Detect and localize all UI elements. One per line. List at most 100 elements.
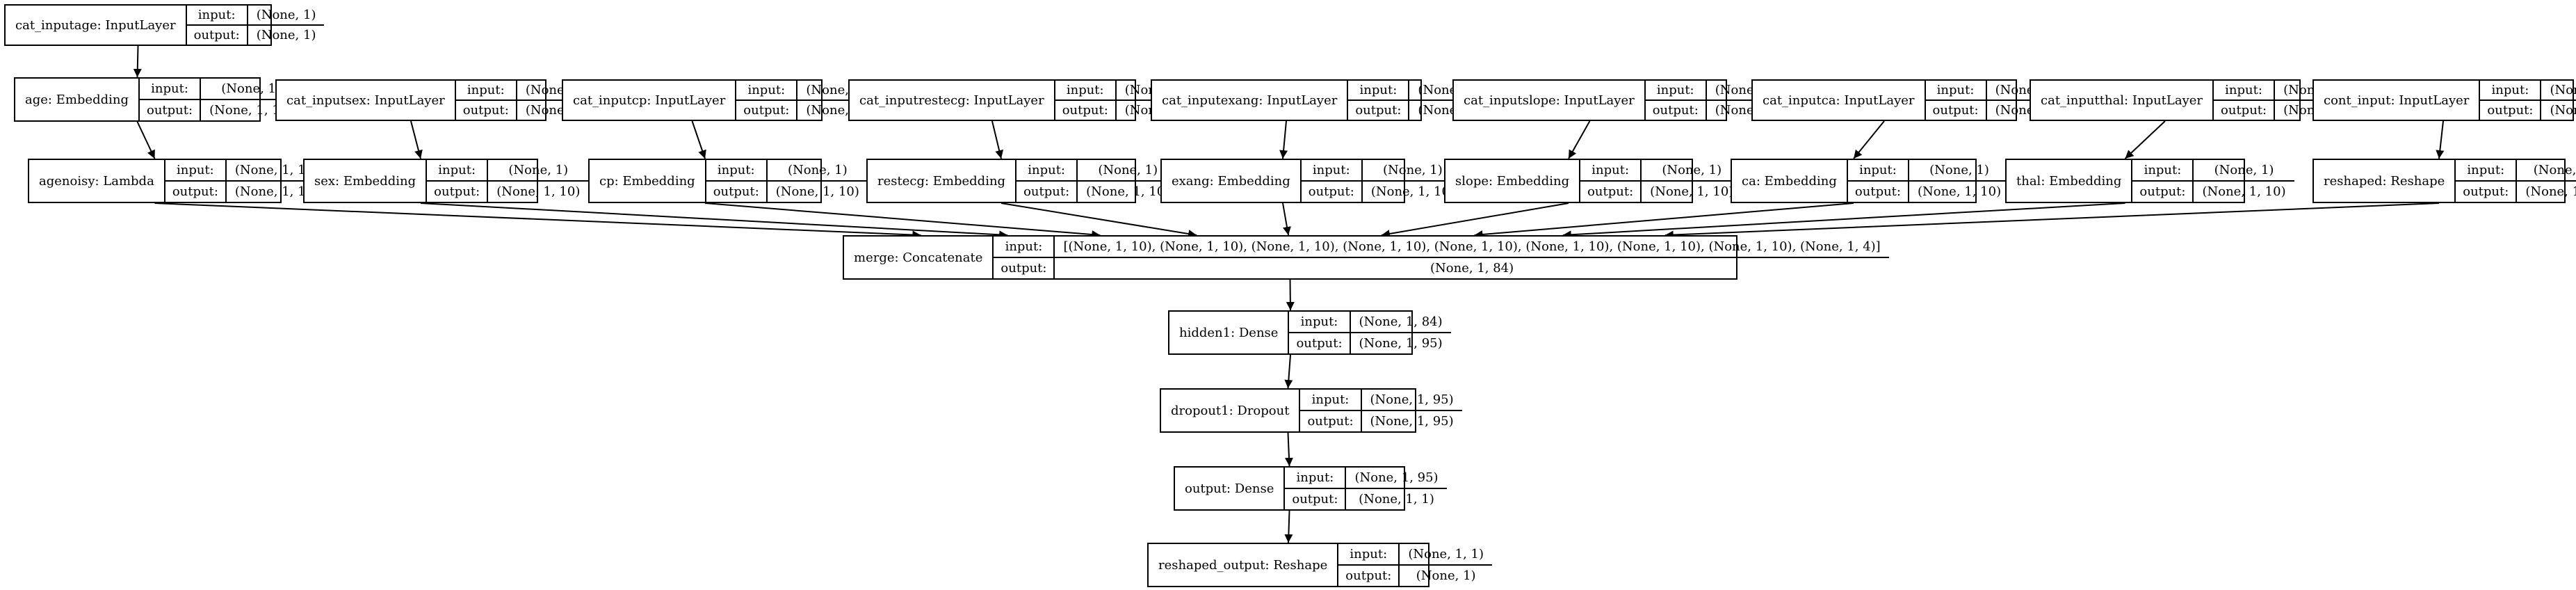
edge-cat-inputthal-to-thal — [2124, 120, 2166, 159]
edge-cat-inputcp-to-cp — [691, 120, 706, 159]
output-label: output: — [1301, 180, 1361, 202]
output-label: output: — [455, 99, 516, 120]
node-name: hidden1: Dense — [1169, 312, 1290, 353]
input-label: input: — [747, 83, 786, 97]
edge-merge-to-hidden1 — [1286, 279, 1295, 311]
edge-dropout1-to-output — [1285, 432, 1293, 467]
edge-ca-to-merge — [1474, 202, 1854, 239]
input-label: input: — [1028, 163, 1065, 177]
edge-age-to-agenoisy — [136, 121, 156, 159]
input-label: input: — [2225, 83, 2262, 97]
edge-output-to-reshaped-output — [1284, 510, 1293, 543]
input-shape: [(None, 1, 10), (None, 1, 10), (None, 1,… — [1063, 239, 1881, 254]
input-label: input: — [1859, 163, 1897, 177]
input-label: input: — [717, 163, 755, 177]
node-name: cont_input: InputLayer — [2314, 81, 2481, 120]
input-shape: (None, 1) — [256, 8, 316, 22]
input-label: input: — [438, 163, 476, 177]
edge-restecg-to-merge — [1001, 202, 1197, 238]
node-name: age: Embedding — [15, 79, 140, 120]
input-label: input: — [2491, 83, 2529, 97]
input-shape: (None, 1, 84) — [1359, 314, 1443, 329]
input-shape: (None, 1) — [1383, 163, 1443, 177]
edge-cat-inputca-to-ca — [1853, 120, 1885, 159]
output-label: output: — [427, 180, 487, 202]
node-name: exang: Embedding — [1162, 160, 1302, 202]
output-label: output: — [1285, 488, 1345, 509]
node-name: cat_inputca: InputLayer — [1753, 81, 1926, 120]
node-name: agenoisy: Lambda — [29, 160, 165, 202]
output-shape: (None, 4) — [2541, 99, 2576, 120]
node-name: slope: Embedding — [1445, 160, 1581, 202]
input-shape: (None, 1, 95) — [1370, 392, 1454, 407]
output-label: output: — [165, 180, 225, 202]
input-shape: (None, 1, 1) — [1408, 547, 1484, 561]
edge-reshaped-to-merge — [1664, 202, 2440, 239]
node-name: cat_inputcp: InputLayer — [563, 81, 737, 120]
input-label: input: — [1591, 163, 1630, 177]
output-label: output: — [2214, 99, 2274, 120]
input-shape: (None, 1, 10) — [234, 163, 319, 177]
edge-cont-input-to-reshaped — [2436, 120, 2445, 159]
output-shape: (None, 1, 10) — [1642, 180, 1742, 202]
node-name: reshaped_output: Reshape — [1149, 544, 1339, 586]
output-shape: (None, 1, 95) — [1350, 332, 1451, 353]
output-label: output: — [1055, 99, 1115, 120]
output-shape: (None, 1, 1) — [1346, 488, 1447, 509]
edge-exang-to-merge — [1282, 202, 1291, 236]
input-label: input: — [1311, 392, 1350, 407]
edge-cp-to-merge — [704, 202, 1101, 239]
input-label: input: — [2467, 163, 2505, 177]
input-label: input: — [1296, 470, 1334, 485]
node-name: reshaped: Reshape — [2314, 160, 2456, 202]
node-name: thal: Embedding — [2007, 160, 2133, 202]
output-label: output: — [2132, 180, 2193, 202]
output-label: output: — [140, 99, 200, 120]
input-shape: (None, 1) — [508, 163, 569, 177]
node-name: sex: Embedding — [305, 160, 428, 202]
input-label: input: — [151, 81, 188, 96]
output-label: output: — [1289, 332, 1350, 353]
node-name: merge: Concatenate — [844, 237, 994, 278]
output-label: output: — [994, 257, 1054, 278]
output-shape: (None, 1, 10) — [1362, 180, 1463, 202]
output-label: output: — [1338, 564, 1399, 586]
input-shape: (None, 4) — [2550, 83, 2576, 97]
edge-slope-to-merge — [1381, 202, 1569, 238]
node-name: cat_inputsex: InputLayer — [277, 81, 456, 120]
input-label: input: — [1359, 83, 1398, 97]
output-label: output: — [1580, 180, 1641, 202]
input-shape: (None, 1) — [1929, 163, 1989, 177]
edge-cat-inputslope-to-slope — [1568, 120, 1591, 159]
input-shape: (None, 1) — [221, 81, 282, 96]
edge-agenoisy-to-merge — [154, 202, 921, 239]
input-label: input: — [1300, 314, 1338, 329]
edge-thal-to-merge — [1562, 202, 2125, 239]
output-shape: (None, 1, 84) — [1055, 257, 1889, 278]
input-label: input: — [1312, 163, 1350, 177]
input-label: input: — [467, 83, 505, 97]
input-label: input: — [197, 8, 236, 22]
input-label: input: — [1656, 83, 1694, 97]
node-cont-input: cont_input: InputLayerinput:output:(None… — [2312, 79, 2576, 121]
edge-sex-to-merge — [420, 202, 1008, 239]
output-shape: (None, 1, 10) — [2194, 180, 2294, 202]
output-shape: (None, 1, 10) — [1909, 180, 2010, 202]
output-label: output: — [1645, 99, 1706, 120]
input-label: input: — [2144, 163, 2182, 177]
node-name: cp: Embedding — [590, 160, 706, 202]
output-shape: (None, 1, 95) — [1361, 410, 1462, 431]
input-label: input: — [1066, 83, 1104, 97]
